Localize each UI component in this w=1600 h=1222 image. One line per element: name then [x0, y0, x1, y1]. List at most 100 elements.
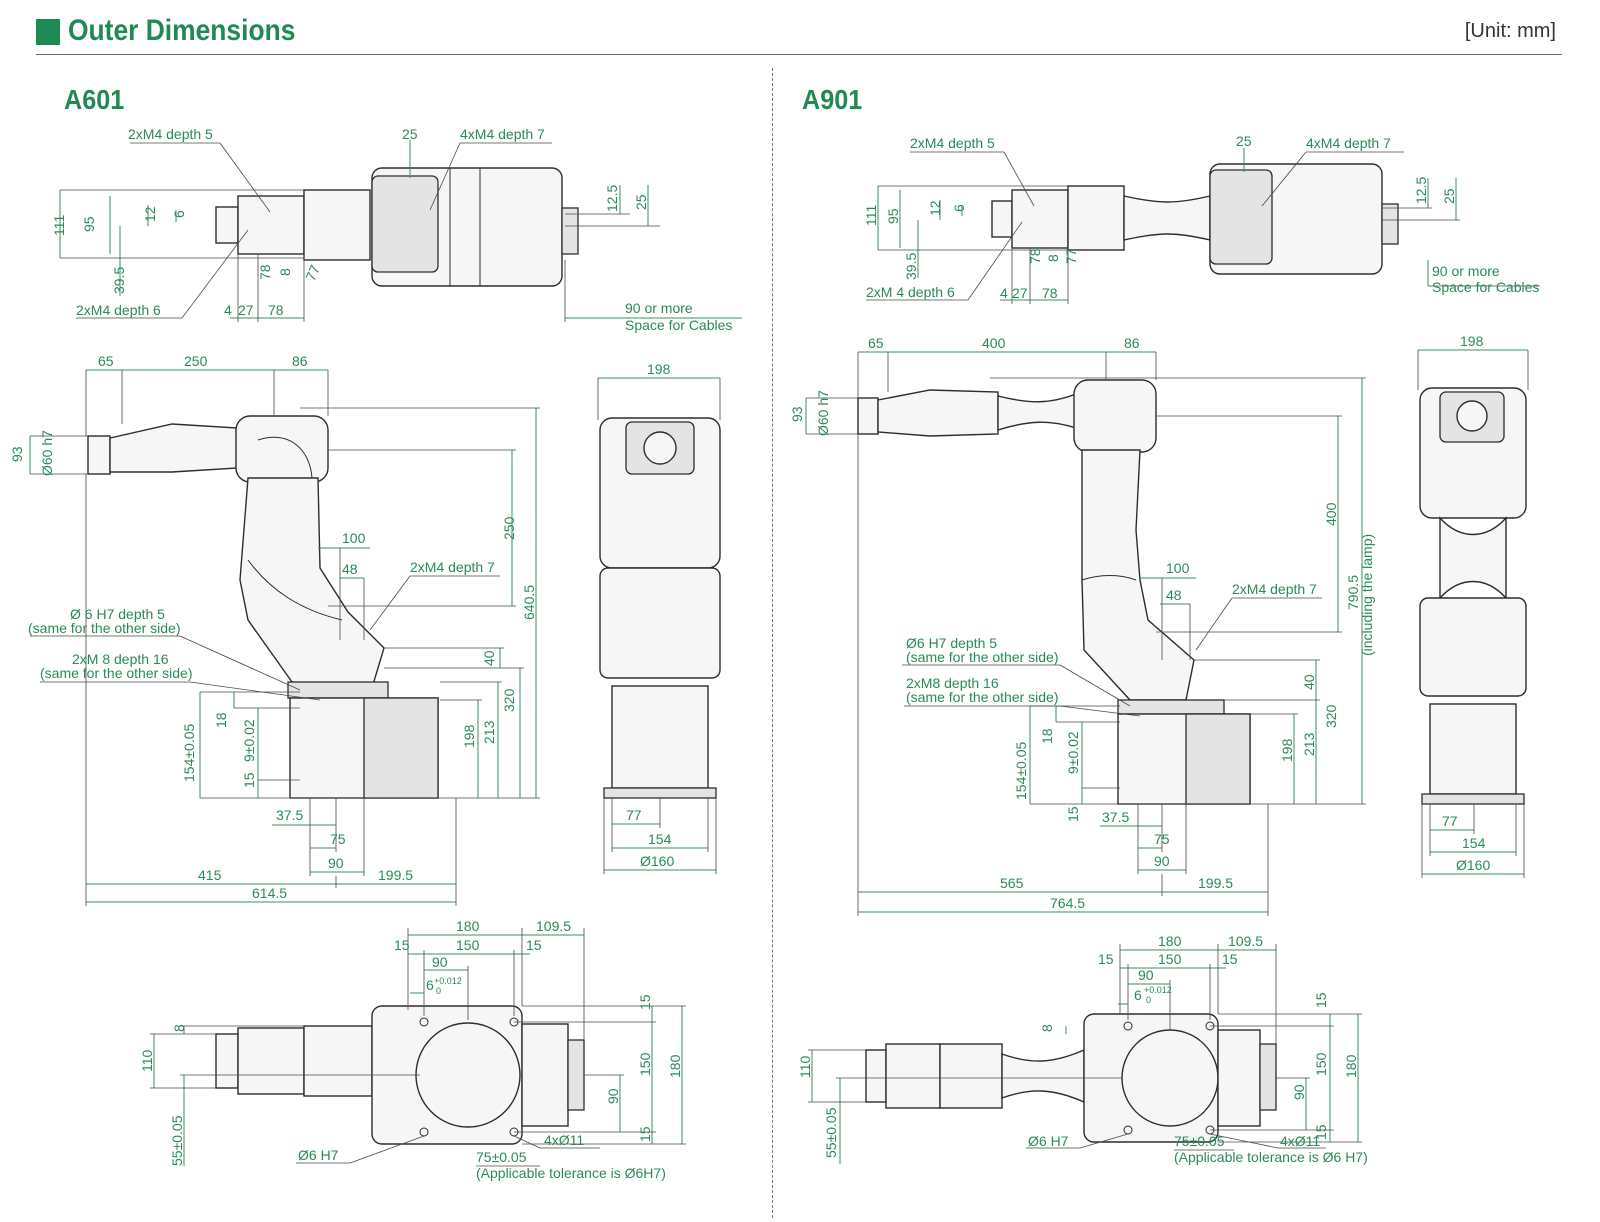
dim-label: Ø160 [640, 853, 674, 869]
dim-label: 100 [1166, 560, 1190, 576]
dim-label: 18 [1039, 728, 1055, 744]
base-column [611, 685, 709, 789]
base-plate [1421, 793, 1525, 805]
dim-label: 198 [647, 361, 671, 377]
note: (including the lamp) [1359, 534, 1375, 656]
dim-label: 15 [241, 772, 257, 788]
dim-label: 86 [292, 353, 308, 369]
dim-label: 75 [330, 831, 346, 847]
dim-label: 154±0.05 [1013, 741, 1029, 800]
section-marker [36, 19, 60, 45]
upper-arm-link [1001, 1048, 1085, 1104]
dim-label: 111 [863, 205, 879, 226]
dim-label: 39.5 [903, 253, 919, 280]
model-label-a901: A901 [802, 84, 863, 115]
unit-label: [Unit: mm] [1464, 20, 1556, 42]
dim-label: 400 [1323, 502, 1339, 526]
dim-label: 154 [1462, 835, 1486, 851]
dim-label: 154±0.05 [181, 723, 197, 782]
dim-label: 250 [501, 516, 517, 540]
dim-label: 180 [667, 1054, 683, 1078]
dim-label: 6 [951, 204, 967, 212]
note: (Applicable tolerance is Ø6 H7) [1174, 1149, 1368, 1165]
dim-label: 213 [1301, 732, 1317, 756]
dim-label: 640.5 [521, 585, 537, 620]
tool-flange [991, 200, 1013, 238]
dim-label: 4 [1000, 285, 1008, 301]
note: Ø6 H7 [298, 1147, 339, 1163]
dim-label: Ø60 h7 [39, 430, 55, 476]
note: 4xØ11 [544, 1132, 584, 1148]
note: 2xM 4 depth 6 [866, 284, 955, 300]
page-header: Outer Dimensions [Unit: mm] [36, 12, 1562, 56]
dim-label: 78 [1042, 285, 1058, 301]
forearm [997, 392, 1077, 431]
dim-label: 77 [626, 807, 642, 823]
dim-label: 25 [1236, 133, 1252, 149]
upper-arm-link [1123, 195, 1211, 241]
dim-label: 415 [198, 867, 222, 883]
note: 2xM4 depth 6 [76, 302, 161, 318]
dim-label: 110 [797, 1055, 813, 1078]
dim-label: 90 [1154, 853, 1170, 869]
page-title: Outer Dimensions [68, 14, 296, 47]
note: Space for Cables [625, 317, 732, 333]
a901-front-view: 198 77 154 Ø160 [1417, 333, 1529, 878]
wrist-unit [237, 195, 305, 255]
tolerance-label: 0 [1146, 995, 1151, 1005]
dim-label: 77 [302, 262, 323, 283]
dim-label: 55±0.05 [169, 1115, 185, 1166]
dim-label: 65 [98, 353, 114, 369]
dim-label: 6 [426, 977, 434, 993]
a601-front-view: 198 77 154 Ø160 [597, 361, 721, 874]
dim-label: 78 [257, 264, 273, 280]
note: (Applicable tolerance is Ø6H7) [476, 1165, 666, 1181]
note: (same for the other side) [40, 665, 193, 681]
dim-label: 150 [637, 1052, 653, 1076]
dim-label: 109.5 [1228, 933, 1263, 949]
dim-label: 8 [1039, 1024, 1055, 1032]
note: 4xM4 depth 7 [1306, 135, 1391, 151]
note: Ø 6 H7 depth 5 [70, 606, 165, 622]
model-label-a601: A601 [64, 84, 125, 115]
a601-base-view: Ø6 H7 4xØ11 75±0.05 (Applicable toleranc… [139, 918, 686, 1181]
dim-label: 15 [637, 1126, 653, 1142]
a601-top-view: 2xM4 depth 5 4xM4 depth 7 2xM4 depth 6 9… [51, 126, 742, 333]
note: 4xM4 depth 7 [460, 126, 545, 142]
a901-base-view: Ø6 H7 4xØ11 75±0.05 (Applicable toleranc… [797, 933, 1368, 1165]
dim-label: 764.5 [1050, 895, 1085, 911]
elbow-joint [1073, 379, 1157, 453]
dim-label: 27 [1012, 285, 1028, 301]
tolerance-label: +0.012 [434, 976, 462, 986]
mount-hole [1123, 1021, 1133, 1031]
connector-panel [521, 1023, 569, 1127]
dim-label: 25 [402, 126, 418, 142]
dim-label: 8 [277, 268, 293, 276]
dim-label: 154 [648, 831, 672, 847]
upper-arm [239, 477, 385, 689]
note: (same for the other side) [906, 649, 1059, 665]
dim-label: 15 [1313, 992, 1329, 1008]
note: 90 or more [625, 300, 693, 316]
dim-label: 37.5 [1102, 809, 1129, 825]
dim-label: 213 [481, 720, 497, 744]
note: 4xØ11 [1280, 1133, 1320, 1149]
dim-label: 180 [456, 918, 480, 934]
dim-label: 198 [461, 724, 477, 748]
tolerance-label: 0 [436, 986, 441, 996]
note: 2xM8 depth 16 [906, 675, 999, 691]
dim-label: 77 [1063, 248, 1079, 264]
base-connector-box [1185, 713, 1251, 805]
dim-label: 12.5 [1413, 177, 1429, 204]
note: (same for the other side) [906, 689, 1059, 705]
dim-label: 25 [1441, 188, 1457, 204]
dim-label: 27 [238, 302, 254, 318]
flange-face [643, 431, 677, 465]
dim-label: 110 [139, 1049, 155, 1072]
a901-side-view: Ø60 h7 2xM4 depth 7 Ø6 H7 depth 5 (same … [789, 335, 1375, 916]
wrist-unit [885, 1043, 941, 1109]
note: (same for the other side) [28, 620, 181, 636]
dim-label: 198 [1279, 738, 1295, 762]
